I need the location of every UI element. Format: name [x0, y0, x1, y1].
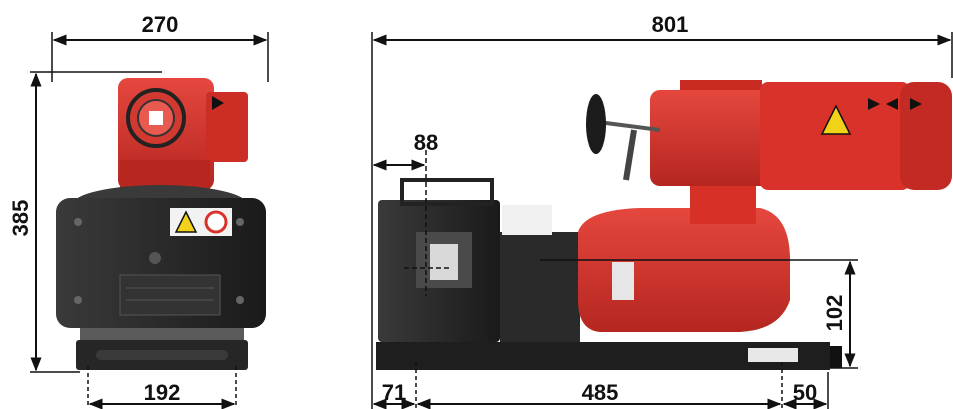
- side-dimensions: 801 88 102 71 485 50: [371, 12, 953, 409]
- front-motor-terminal-box: [206, 92, 248, 162]
- dimension-label-50: 50: [793, 380, 817, 405]
- dimension-label-71: 71: [382, 380, 406, 405]
- dimension-label-192: 192: [144, 380, 181, 405]
- dimension-label-102: 102: [822, 295, 847, 332]
- side-arrow-icon: [868, 98, 880, 110]
- front-view: [56, 78, 266, 370]
- front-dimensions: 270 385 192: [8, 12, 269, 409]
- front-arrow-icon: [212, 96, 224, 110]
- side-view: [376, 80, 952, 370]
- side-gearbox-housing: [578, 208, 790, 332]
- dimension-label-88: 88: [414, 130, 438, 155]
- dimension-label-385: 385: [8, 200, 33, 237]
- side-high-voltage-warning-icon: [820, 104, 852, 135]
- dimension-label-270: 270: [142, 12, 179, 37]
- side-coupling: [500, 232, 580, 342]
- front-base-plate: [80, 328, 244, 342]
- no-hands-prohibition-icon: [204, 210, 228, 234]
- side-motor-endcap: [900, 82, 952, 190]
- dimension-label-801: 801: [652, 12, 689, 37]
- dimension-label-485: 485: [582, 380, 619, 405]
- handwheel-icon: [586, 94, 606, 154]
- high-voltage-warning-icon: [174, 210, 198, 233]
